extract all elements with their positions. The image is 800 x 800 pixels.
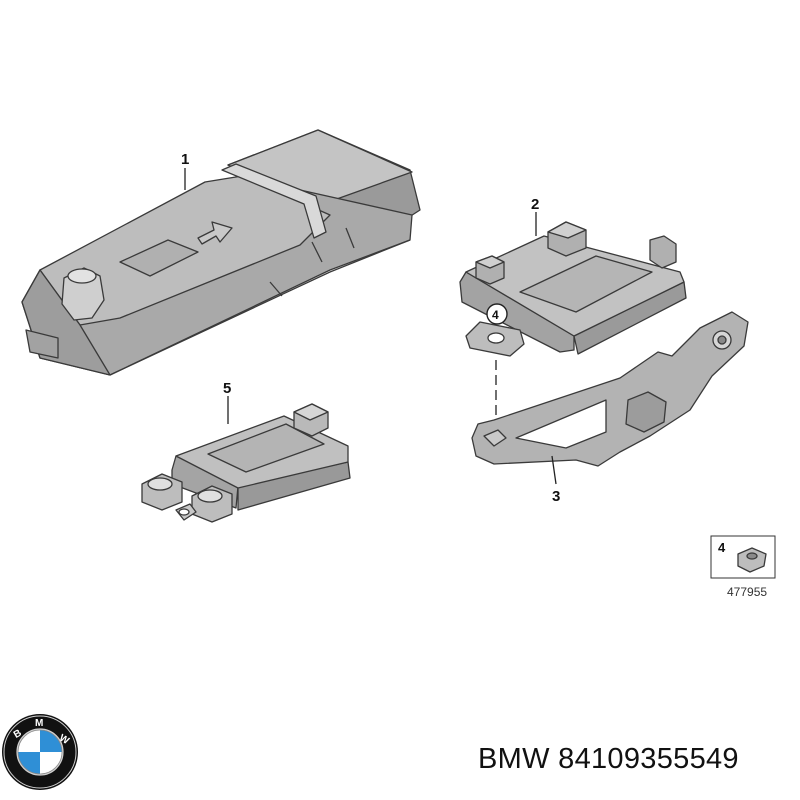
callout-leaders	[184, 168, 557, 485]
part-1-phone-cradle	[21, 129, 421, 376]
callout-2: 2	[531, 196, 539, 213]
part-number-caption: BMW 84109355549	[478, 743, 739, 776]
callout-5: 5	[223, 380, 231, 397]
clip-nut-icon	[737, 547, 767, 573]
inset-part-4: 4	[710, 535, 776, 579]
callout-4-circled: 4	[486, 303, 508, 325]
part-3-mounting-bracket	[471, 311, 749, 467]
callout-3: 3	[552, 488, 560, 505]
brand-name: BMW	[478, 743, 550, 775]
callout-1: 1	[181, 151, 189, 168]
inset-number: 4	[718, 540, 726, 555]
callout-4: 4	[492, 308, 499, 322]
part-2-control-module	[459, 221, 687, 432]
part-number: 84109355549	[558, 743, 739, 775]
svg-text:M: M	[35, 718, 43, 729]
part-5-antenna-module	[141, 403, 351, 523]
svg-text:B: B	[12, 728, 24, 741]
inset-code: 477955	[727, 585, 767, 599]
bmw-logo: B M W	[2, 714, 78, 790]
